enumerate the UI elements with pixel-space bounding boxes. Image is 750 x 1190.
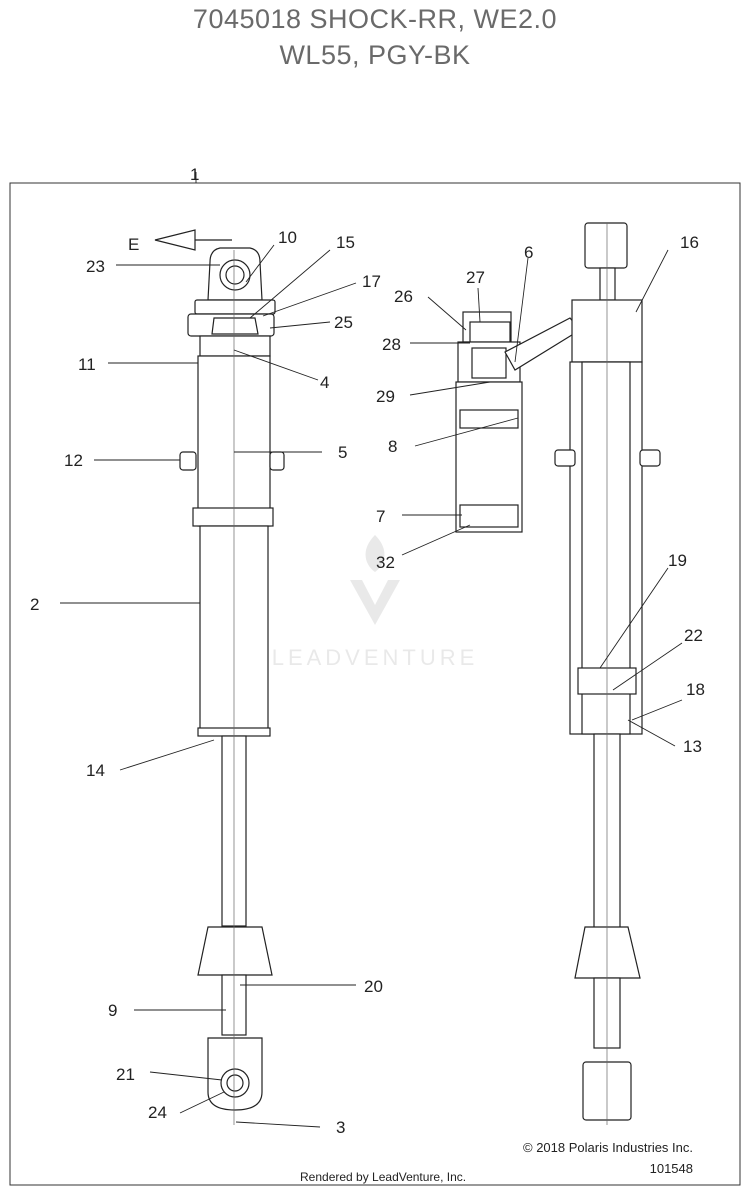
bump-stop-right xyxy=(269,451,285,471)
reservoir-endcap xyxy=(459,504,519,528)
callout-8: 8 xyxy=(388,437,397,456)
cutaway-upper-stud xyxy=(599,267,616,301)
leadventure-watermark: LEADVENTURE xyxy=(272,535,479,670)
callout-18: 18 xyxy=(686,680,705,699)
leader-lines xyxy=(60,172,683,1128)
callout-16: 16 xyxy=(680,233,699,252)
shock-cutaway-right xyxy=(554,222,661,1125)
rendered-by-credit: Rendered by LeadVenture, Inc. xyxy=(300,1170,467,1184)
copyright-notice: © 2018 Polaris Industries Inc. xyxy=(523,1140,693,1155)
callout-10: 10 xyxy=(278,228,297,247)
callout-27: 27 xyxy=(466,268,485,287)
cap-insert xyxy=(469,321,511,343)
callout-19: 19 xyxy=(668,551,687,570)
callout-20: 20 xyxy=(364,977,383,996)
reservoir-cutaway xyxy=(455,311,581,533)
callout-4: 4 xyxy=(320,373,329,392)
body-collar xyxy=(192,507,274,527)
top-bushing-bore xyxy=(225,265,245,285)
direction-arrow xyxy=(154,229,232,251)
callout-9: 9 xyxy=(108,1001,117,1020)
callout-3: 3 xyxy=(336,1118,345,1137)
shock-assembly-left xyxy=(154,229,285,1125)
bottom-out-bumper xyxy=(197,926,273,976)
ifp-piston xyxy=(459,409,519,429)
callout-6: 6 xyxy=(524,243,533,262)
watermark-text: LEADVENTURE xyxy=(272,645,479,670)
drawing-number: 101548 xyxy=(649,1161,693,1176)
adjuster-teeth xyxy=(211,317,259,335)
cutaway-bump-right xyxy=(639,449,661,467)
bump-stop-left xyxy=(179,451,197,471)
callout-17: 17 xyxy=(362,272,381,291)
cutaway-bumper xyxy=(574,926,641,979)
callout-22: 22 xyxy=(684,626,703,645)
diagram-frame xyxy=(9,182,741,1186)
callout-12: 12 xyxy=(64,451,83,470)
diagram-title-line2: WL55, PGY-BK xyxy=(279,40,471,70)
callout-24: 24 xyxy=(148,1103,167,1122)
bottom-bushing-bore xyxy=(226,1074,244,1092)
callout-15: 15 xyxy=(336,233,355,252)
callout-11: 11 xyxy=(78,355,96,374)
callout-13: 13 xyxy=(683,737,702,756)
seal-head xyxy=(199,335,271,357)
callout-14: 14 xyxy=(86,761,105,780)
callout-2: 2 xyxy=(30,595,39,614)
callout-29: 29 xyxy=(376,387,395,406)
direction-label: E xyxy=(128,235,139,254)
diagram-title-line1: 7045018 SHOCK-RR, WE2.0 xyxy=(192,4,558,34)
callout-5: 5 xyxy=(338,443,347,462)
callout-26: 26 xyxy=(394,287,413,306)
callout-21: 21 xyxy=(116,1065,135,1084)
cutaway-bump-left xyxy=(554,449,576,467)
callout-23: 23 xyxy=(86,257,105,276)
cutaway-top-eyelet xyxy=(584,222,628,269)
callout-7: 7 xyxy=(376,507,385,526)
callout-25: 25 xyxy=(334,313,353,332)
callout-32: 32 xyxy=(376,553,395,572)
callout-1: 1 xyxy=(190,165,199,184)
valve-body xyxy=(471,347,507,379)
callout-28: 28 xyxy=(382,335,401,354)
